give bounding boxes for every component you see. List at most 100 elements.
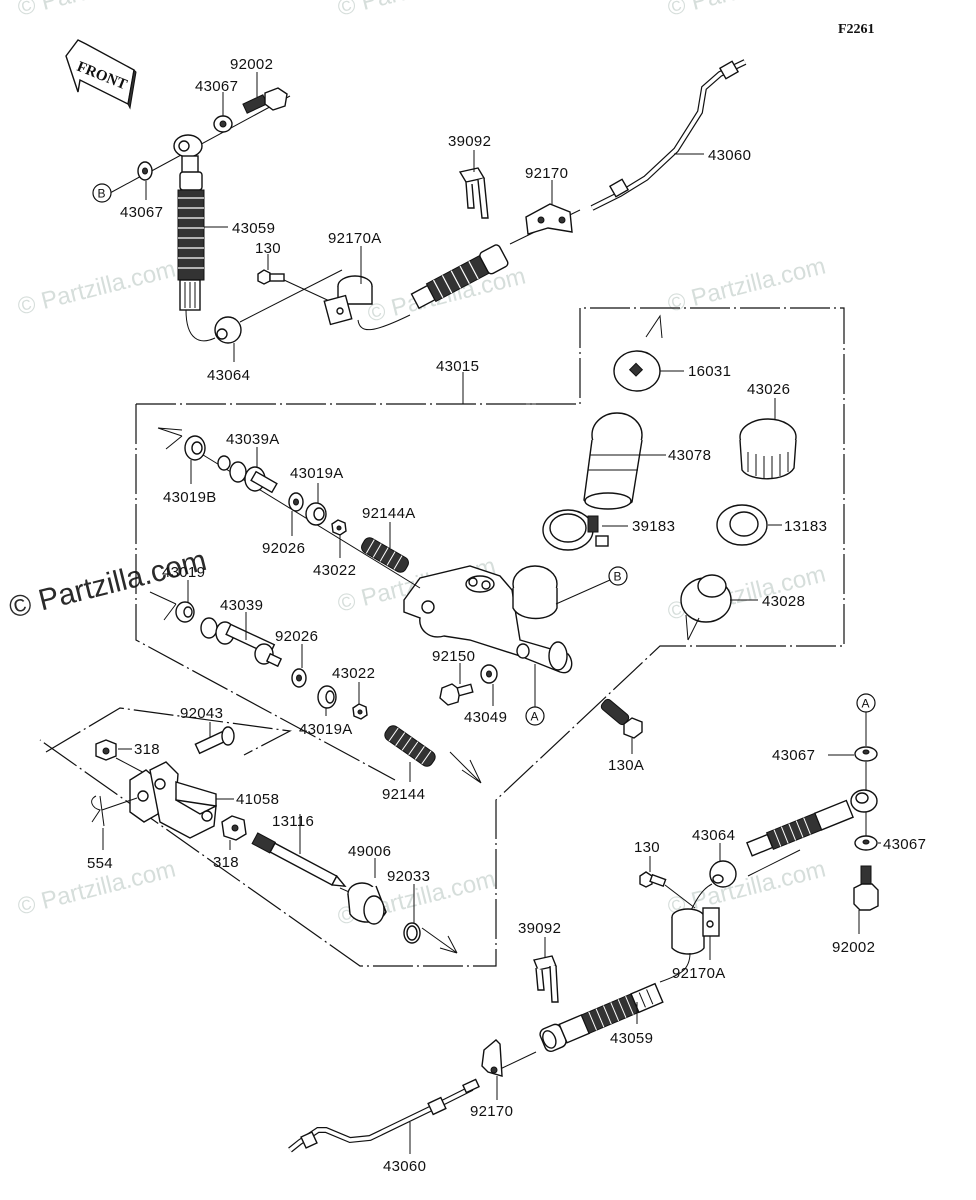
grommet-icon xyxy=(709,860,737,888)
part-label: 92170 xyxy=(525,165,568,182)
clevis-icon xyxy=(129,761,217,839)
hose-clamp-icon xyxy=(671,907,720,955)
cotter-pin-icon xyxy=(91,795,105,827)
part-label: 43039 xyxy=(220,597,263,614)
part-label: 13116 xyxy=(272,813,314,830)
part-label: 92170A xyxy=(328,230,382,247)
hose-bracket-icon xyxy=(525,203,573,235)
reference-marker-b xyxy=(608,566,628,586)
brake-hose-icon xyxy=(177,171,205,311)
part-label: 43049 xyxy=(464,709,507,726)
part-label: 43019A xyxy=(290,465,344,482)
push-rod-boot-icon xyxy=(347,882,387,925)
part-label: 92170A xyxy=(672,965,726,982)
part-label: 13183 xyxy=(784,518,827,535)
part-label: 43059 xyxy=(610,1030,653,1047)
part-label: 43060 xyxy=(708,147,751,164)
reference-marker-b xyxy=(92,183,112,203)
piston-cup-icon xyxy=(317,685,337,709)
reservoir-icon xyxy=(583,412,643,510)
watermark: © Partzilla.com xyxy=(335,0,498,22)
part-label: 130 xyxy=(634,839,660,856)
bolt-icon xyxy=(257,269,285,285)
banjo-fitting-icon xyxy=(173,134,203,177)
part-label: 39183 xyxy=(632,518,675,535)
nut-icon xyxy=(221,815,247,841)
banjo-bolt-icon xyxy=(242,87,288,114)
hose-clip-icon xyxy=(533,955,559,1003)
part-label: 92033 xyxy=(387,868,430,885)
marker-text: B xyxy=(98,187,106,201)
part-label: 43067 xyxy=(120,204,163,221)
part-label: 92144A xyxy=(362,505,416,522)
piston-cup-icon xyxy=(184,435,206,461)
part-label: 92002 xyxy=(230,56,273,73)
nut-icon xyxy=(95,739,117,761)
part-label: 130A xyxy=(608,757,644,774)
part-label: 43078 xyxy=(668,447,711,464)
piston-cup-icon xyxy=(175,601,195,623)
reservoir-cap-icon xyxy=(739,418,797,480)
brake-pipe-icon xyxy=(590,59,747,211)
master-cylinder-body-icon xyxy=(403,565,573,674)
marker-text: A xyxy=(862,697,870,711)
hose-clip-icon xyxy=(458,167,489,219)
piston-icon xyxy=(200,617,283,668)
part-label: 43060 xyxy=(383,1158,426,1175)
part-label: 43067 xyxy=(772,747,815,764)
part-label: 92170 xyxy=(470,1103,513,1120)
banjo-bolt-icon xyxy=(853,865,879,911)
diaphragm-icon xyxy=(613,350,661,392)
part-label: 39092 xyxy=(448,133,491,150)
part-label: 92043 xyxy=(180,705,223,722)
part-label: 43019B xyxy=(163,489,217,506)
bleed-screw-icon xyxy=(439,683,474,706)
part-label: 554 xyxy=(87,855,113,872)
spring-icon xyxy=(361,537,409,573)
part-label: 39092 xyxy=(518,920,561,937)
clevis-pin-icon xyxy=(194,726,235,755)
hose-clamp-icon xyxy=(542,509,609,551)
part-label: 43022 xyxy=(332,665,375,682)
part-label: 43019A xyxy=(299,721,353,738)
spring-icon xyxy=(384,725,436,767)
push-rod-assembly: 92043 318 41058 554 xyxy=(45,705,458,954)
hose-clamp-icon xyxy=(323,275,373,326)
part-label: 92026 xyxy=(262,540,305,557)
grommet-icon xyxy=(680,574,732,623)
part-label: 41058 xyxy=(236,791,279,808)
part-label: 130 xyxy=(255,240,281,257)
reference-marker-a xyxy=(525,706,545,726)
part-label: 318 xyxy=(134,741,160,758)
part-label: 49006 xyxy=(348,843,391,860)
part-label: 92150 xyxy=(432,648,475,665)
brake-hose-icon xyxy=(410,244,509,310)
figure-code: F2261 xyxy=(838,22,875,37)
hose-bracket-icon xyxy=(481,1039,503,1077)
spring-retainer-icon xyxy=(331,519,347,536)
master-cylinder-assembly: 43015 16031 43026 xyxy=(39,307,845,967)
watermark: © Partzilla.com xyxy=(15,0,178,22)
part-label: 43064 xyxy=(207,367,250,384)
watermark: © Partzilla.com xyxy=(665,0,828,22)
front-arrow-icon: FRONT xyxy=(65,39,137,110)
part-label: 43059 xyxy=(232,220,275,237)
part-label: 43039A xyxy=(226,431,280,448)
part-label: 318 xyxy=(213,854,239,871)
part-label: 43028 xyxy=(762,593,805,610)
part-label: 16031 xyxy=(688,363,731,380)
ring-nut-icon xyxy=(716,504,768,546)
part-label: 43067 xyxy=(195,78,238,95)
part-label: 43067 xyxy=(883,836,926,853)
brake-hose-icon xyxy=(539,982,664,1053)
part-label: 92144 xyxy=(382,786,425,803)
assembly-boundary xyxy=(39,307,845,967)
watermark: © Partzilla.com xyxy=(15,256,178,321)
piston-icon xyxy=(217,455,278,494)
upper-hose-assembly: 92002 43067 43067 B xyxy=(92,56,751,384)
part-label: 43019 xyxy=(162,564,205,581)
banjo-fitting-icon xyxy=(850,789,878,813)
marker-text: B xyxy=(614,570,622,584)
part-label: 92002 xyxy=(832,939,875,956)
